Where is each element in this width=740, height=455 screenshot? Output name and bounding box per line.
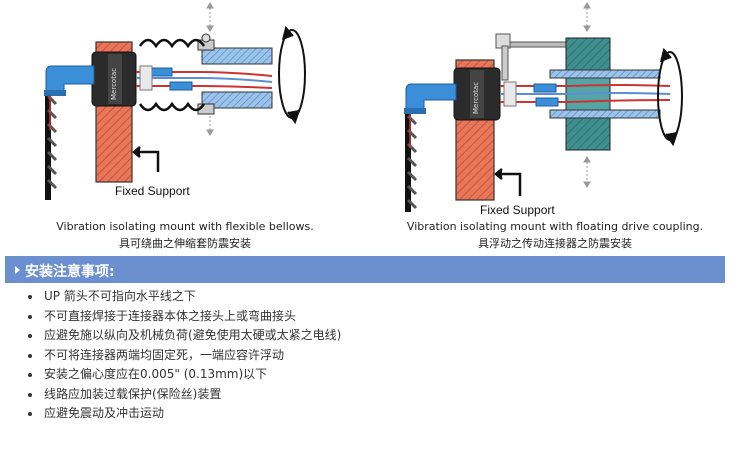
wires (500, 81, 671, 107)
caption-chinese: 具浮动之传动连接器之防震安装 (478, 237, 632, 250)
blue-elbow-connector (45, 65, 95, 93)
rotation-arrow (657, 47, 683, 147)
shaft-housing (197, 33, 273, 115)
brand-text: Mercotac (472, 82, 480, 114)
note-text: 不可直接焊接于连接器本体之接头上或弯曲接头 (44, 308, 297, 323)
brand-text: Mercotac (110, 68, 118, 100)
coupling-mount-illustration: Mercotac (404, 2, 683, 212)
flexible-bellows (138, 38, 206, 49)
vertical-axis-arrow-bottom (583, 156, 591, 188)
support-pointer-arrow (494, 168, 522, 196)
vertical-axis-arrow-top (206, 2, 214, 32)
list-item: 线路应加装过载保护(保险丝)装置 (26, 385, 341, 405)
note-text: 应避免施以纵向及机械负荷(避免使用太硬或太紧之电线) (44, 328, 342, 342)
bullet-icon (28, 412, 32, 416)
bullet-icon (28, 295, 32, 299)
caption-english: Vibration isolating mount with flexible … (56, 220, 314, 233)
vertical-axis-arrow-top (583, 2, 591, 32)
list-item: 不可直接焊接于连接器本体之接头上或弯曲接头 (26, 307, 341, 327)
fixed-support-label: Fixed Support (480, 203, 555, 217)
cable (405, 114, 418, 212)
list-item: 不可将连接器两端均固定死，一端应容许浮动 (26, 346, 341, 366)
note-text: 安装之偏心度应在0.005" (0.13mm)以下 (44, 367, 268, 381)
support-pointer-arrow (132, 146, 160, 172)
shaft-lower (549, 109, 661, 119)
bullet-icon (28, 314, 32, 319)
note-text: 应避免震动及冲击运动 (44, 406, 165, 420)
cable (45, 94, 58, 200)
bellows-mount-illustration: Mercotac (44, 2, 306, 200)
bullet-icon (28, 334, 32, 338)
section-header-bar: 安装注意事项: (5, 256, 725, 283)
wires (136, 65, 273, 91)
list-item: 应避免震动及冲击运动 (26, 404, 341, 424)
caption-chinese: 具可绕曲之伸缩套防震安装 (119, 237, 251, 250)
section-title: 安装注意事项: (25, 264, 115, 280)
note-text: 不可将连接器两端均固定死，一端应容许浮动 (44, 347, 285, 362)
list-item: UP 箭头不可指向水平线之下 (26, 287, 341, 307)
diagram-flexible-bellows: Mercotac (0, 0, 370, 255)
triangle-marker-icon (15, 266, 20, 274)
blue-elbow-connector (405, 83, 457, 111)
list-item: 应避免施以纵向及机械负荷(避免使用太硬或太紧之电线) (26, 326, 341, 346)
bullet-icon (28, 353, 32, 358)
shaft-upper (549, 69, 661, 79)
installation-notes-list: UP 箭头不可指向水平线之下 不可直接焊接于连接器本体之接头上或弯曲接头 应避免… (26, 287, 341, 424)
note-text: UP 箭头不可指向水平线之下 (44, 289, 196, 303)
rotation-arrow (278, 25, 306, 125)
bullet-icon (28, 392, 32, 397)
caption-english: Vibration isolating mount with floating … (406, 220, 704, 233)
diagrams-area: Mercotac (0, 0, 740, 255)
note-text: 线路应加装过载保护(保险丝)装置 (44, 386, 222, 401)
diagram-floating-coupling: Mercotac (370, 0, 740, 255)
list-item: 安装之偏心度应在0.005" (0.13mm)以下 (26, 365, 341, 385)
bullet-icon (28, 373, 32, 377)
fixed-support-label: Fixed Support (115, 184, 190, 198)
